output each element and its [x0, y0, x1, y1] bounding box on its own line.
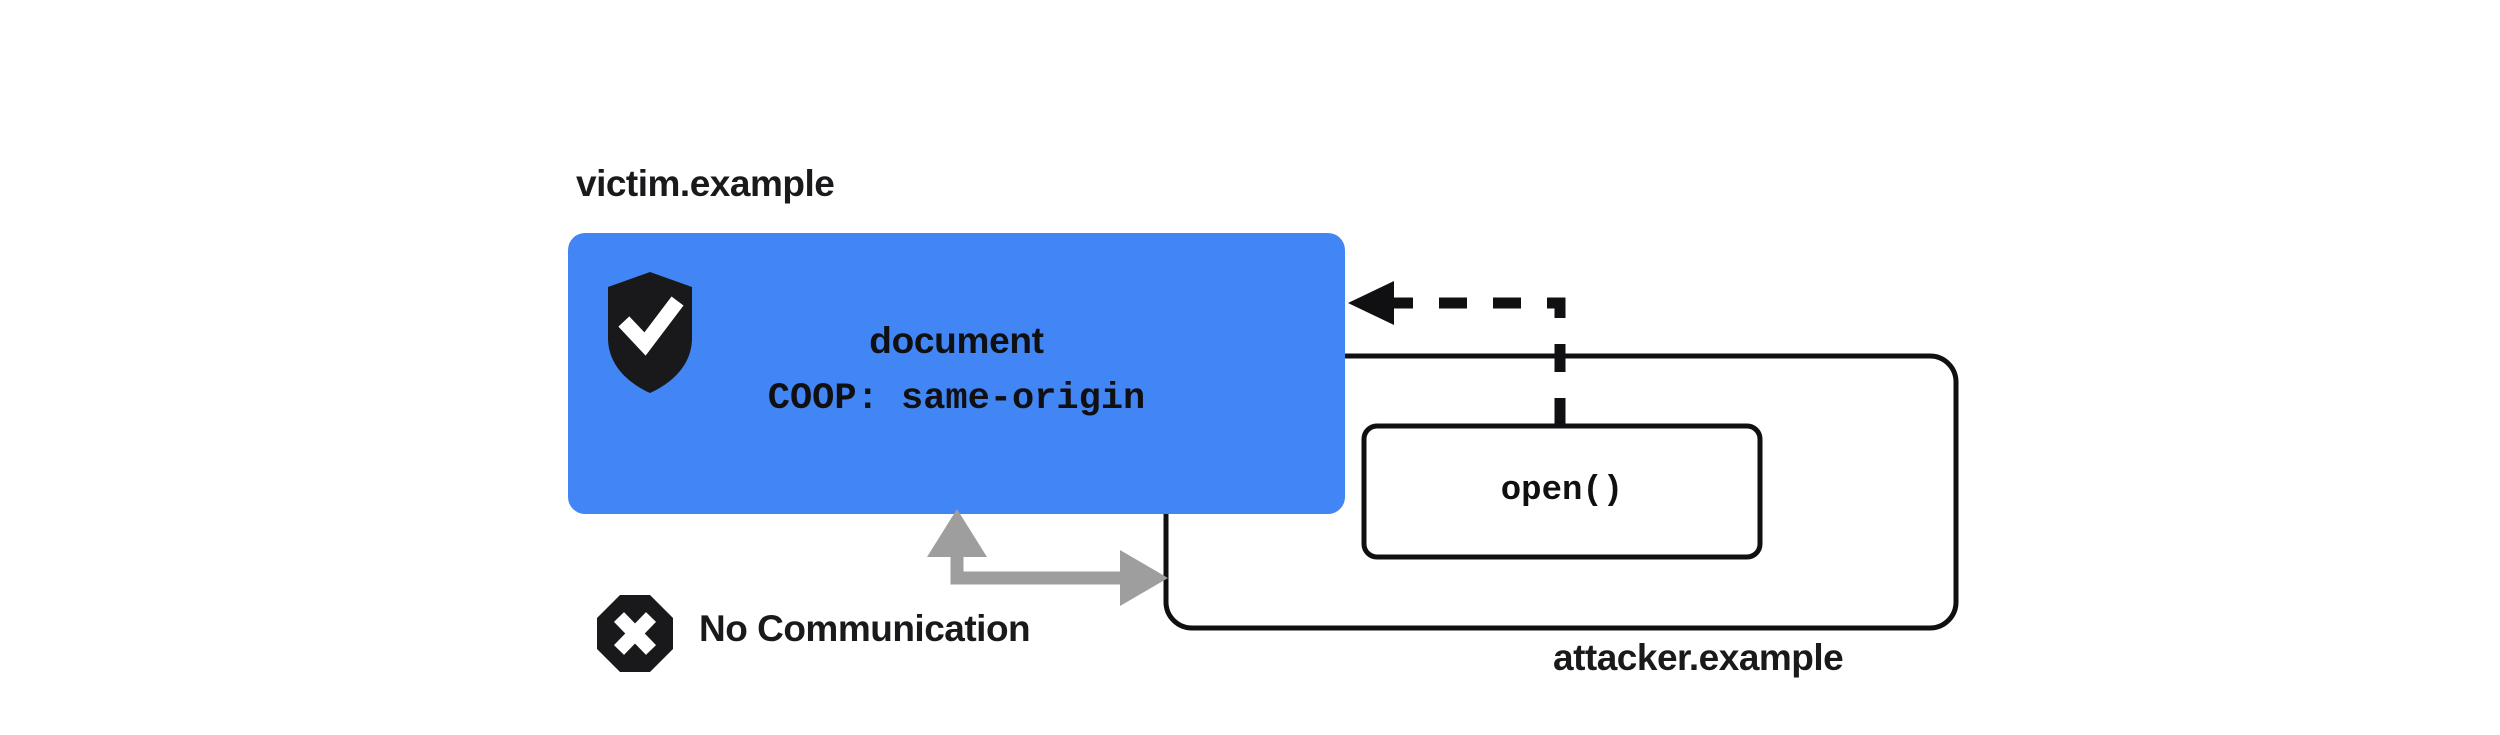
- document-label: document: [869, 320, 1044, 361]
- victim-origin-label: victim.example: [576, 163, 835, 204]
- victim-document-box: [568, 233, 1345, 514]
- shield-check-icon: [608, 272, 692, 393]
- coop-header-label: COOP: same-origin: [767, 378, 1146, 420]
- attacker-origin-label: attacker.example: [1553, 637, 1844, 678]
- x-octagon-icon: [597, 595, 673, 672]
- open-call-label: open(): [1500, 472, 1624, 510]
- no-communication-label: No Communication: [699, 608, 1031, 649]
- blocked-communication-arrow: [927, 509, 1168, 606]
- open-call-dashed-arrow: [1348, 281, 1566, 426]
